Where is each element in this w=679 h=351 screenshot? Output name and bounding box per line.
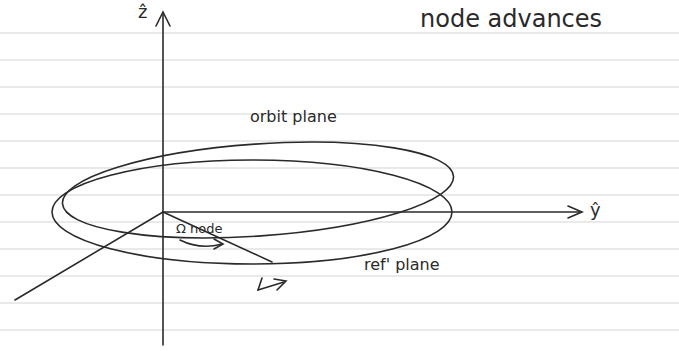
node-angle-arc [180,240,222,246]
note-text: node advances [420,6,602,32]
y-arrowhead [568,206,582,218]
reference-plane-ellipse [52,160,452,264]
line-of-nodes [163,212,272,262]
plane-label: ref' plane [364,256,440,274]
node-tick [258,278,262,290]
axis-label: ẑ [138,2,147,22]
z-axis [162,14,164,345]
z-arrowhead [156,12,170,26]
orbit-plane-ellipse [59,130,456,249]
angle-label: Ω node [176,222,223,236]
notebook-rules [0,33,679,330]
node-angle-arrowhead [214,239,223,249]
y-axis [163,211,580,213]
node-motion-arrowhead [274,279,286,290]
axis-label: ŷ [590,200,601,220]
plane-label: orbit plane [250,108,337,126]
